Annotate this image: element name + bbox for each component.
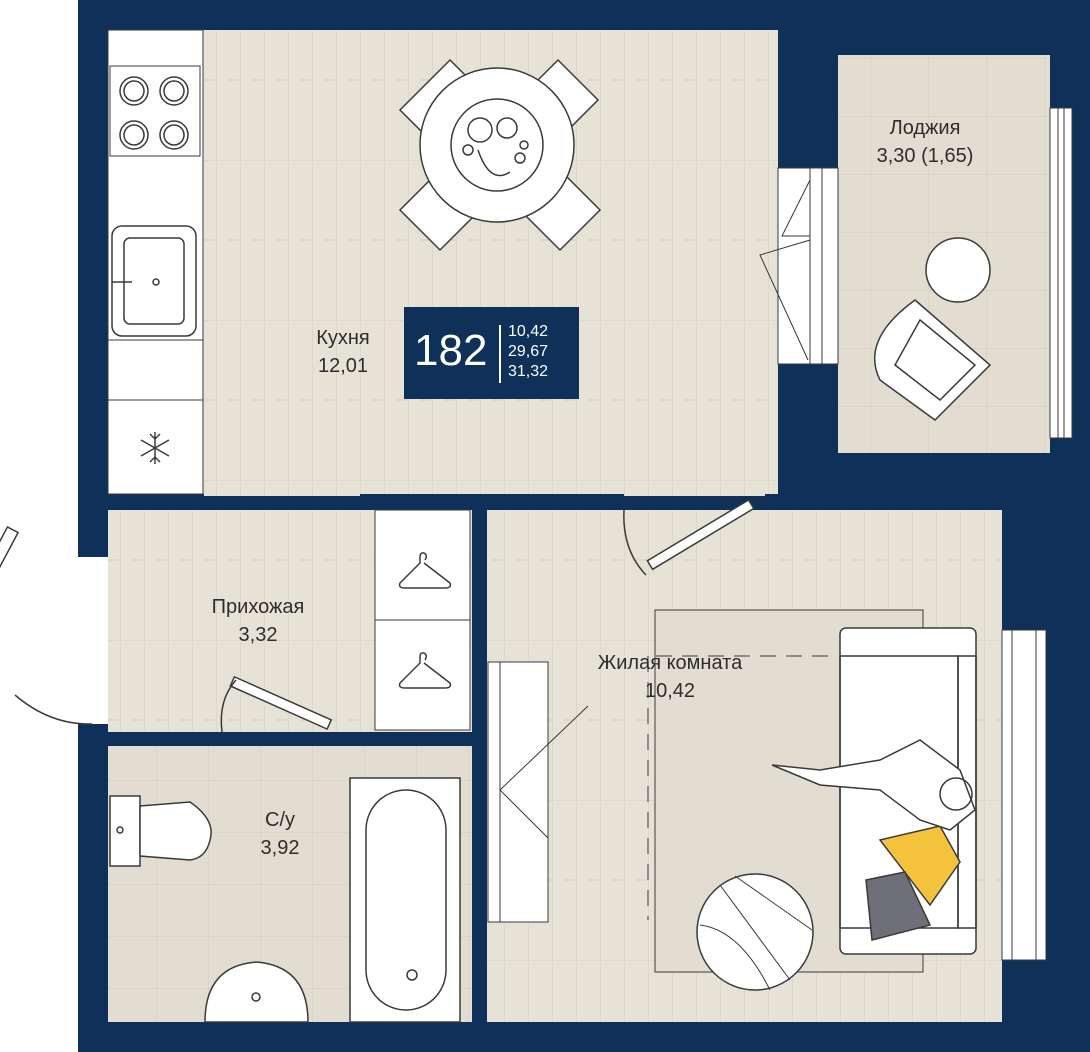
room-label-living: Жилая комната 10,42: [560, 649, 780, 705]
wall-hall-bath-right: [342, 732, 472, 746]
sink-icon: [111, 225, 197, 337]
tv-stand: [487, 661, 589, 923]
room-label-hallway: Прихожая 3,32: [178, 593, 338, 649]
door-living: [623, 498, 755, 576]
room-area: 3,32: [238, 624, 278, 646]
room-area: 3,92: [260, 837, 300, 859]
toilet-icon: [109, 795, 212, 867]
hanger-icon: [398, 552, 452, 689]
stove-icon: [109, 65, 201, 157]
fridge-snowflake-icon: [140, 432, 170, 464]
apartment-number: 182: [414, 326, 488, 375]
wall-kitchen-loggia-lower: [778, 368, 838, 494]
entrance-door: [0, 525, 93, 725]
apartment-areas: 10,42 29,67 31,32: [508, 322, 548, 382]
coffee-table: [696, 873, 814, 991]
room-label-bathroom: С/у 3,92: [230, 806, 330, 862]
window-living-right: [1001, 629, 1047, 961]
badge-divider: [499, 325, 501, 383]
room-area: 12,01: [317, 355, 369, 377]
total-area: 29,67: [508, 343, 549, 360]
room-label-loggia: Лоджия 3,30 (1,65): [850, 114, 1000, 170]
room-area: 3,30 (1,65): [876, 145, 974, 167]
wardrobe-icon: [374, 509, 471, 731]
room-name: С/у: [265, 809, 295, 831]
living-area: 10,42: [508, 323, 549, 340]
wall-hall-living: [472, 510, 487, 1022]
sofa-icon: [771, 627, 977, 955]
room-name: Жилая комната: [597, 652, 743, 674]
wall-hall-bath-left: [108, 732, 212, 746]
wall-kitchen-loggia: [778, 30, 838, 164]
dining-table-icon: [398, 58, 602, 252]
room-area: 10,42: [644, 680, 696, 702]
balcony-door: [759, 167, 839, 365]
door-bathroom: [220, 675, 333, 733]
room-name: Прихожая: [211, 596, 305, 618]
armchair-icon: [873, 299, 992, 421]
room-label-kitchen: Кухня 12,01: [270, 324, 416, 380]
room-name: Кухня: [316, 327, 370, 349]
wall-kitchen-hall-left: [108, 494, 204, 510]
apartment-badge: 182 10,42 29,67 31,32: [404, 307, 579, 399]
plant-icon: [925, 237, 991, 303]
bathtub-icon: [349, 777, 461, 1023]
wall-kitchen-hall-mid: [360, 494, 624, 510]
washbasin-icon: [204, 961, 309, 1023]
room-name: Лоджия: [889, 117, 961, 139]
wall-kitchen-living-right: [765, 494, 1002, 510]
total-area-with-loggia: 31,32: [508, 363, 549, 380]
window-loggia-right: [1049, 107, 1073, 439]
entrance-gap: [78, 557, 108, 724]
